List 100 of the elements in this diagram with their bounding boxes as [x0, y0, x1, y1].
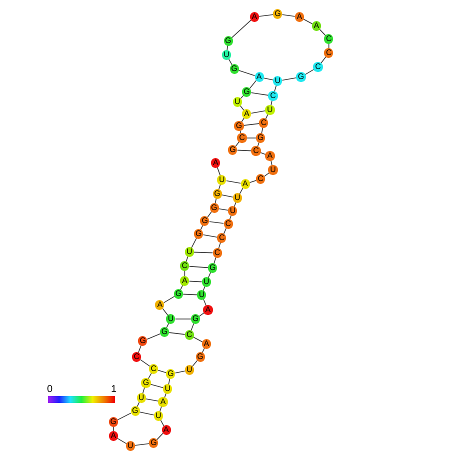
nucleotide-circle: C [212, 248, 222, 258]
nucleotide-circle: U [184, 247, 194, 257]
connector-line [250, 92, 269, 96]
nucleotide-circle: G [224, 36, 233, 46]
nucleotide-circle: U [202, 277, 211, 287]
nucleotide-circle: A [312, 21, 322, 31]
nucleotide-circle: G [130, 406, 140, 416]
nucleotide-circle: G [242, 87, 252, 97]
connector-line [113, 426, 114, 432]
connector-line [243, 123, 260, 126]
connector-line [303, 18, 313, 24]
nucleotide-circle: A [242, 109, 252, 119]
nucleotide-circle: A [265, 151, 275, 161]
nucleotide-circle: U [136, 393, 146, 403]
connector-line [231, 20, 252, 38]
nucleotide-circle: G [230, 64, 239, 74]
connector-line [158, 370, 167, 374]
nucleotide-circle: A [250, 12, 260, 22]
connector-line [226, 180, 242, 184]
nucleotide-circle: C [324, 48, 334, 58]
nucleotide-circle: G [208, 263, 218, 273]
connector-line [174, 318, 192, 320]
connector-line [188, 280, 202, 282]
nucleotide-circle: C [184, 330, 194, 340]
connector-line [139, 412, 154, 416]
nucleotide-circle: U [228, 206, 238, 216]
nucleotide-circle: C [251, 146, 261, 156]
nucleotide-circle: C [237, 133, 247, 143]
nucleotide-circle: U [265, 105, 275, 115]
nucleotide-circle: U [197, 290, 206, 300]
nucleotide-circle: G [194, 229, 204, 239]
connector-line [236, 150, 252, 152]
nucleotide-circle: G [200, 216, 210, 226]
nucleotide-circle: U [273, 76, 282, 86]
nucleotide-circle: A [211, 158, 220, 168]
nucleotide-circle: G [212, 189, 222, 199]
nucleotide-circle: G [108, 417, 118, 427]
nucleotide-circle: G [166, 369, 176, 379]
connector-line [202, 234, 218, 238]
nucleotide-circle: G [141, 378, 151, 388]
connector-line [193, 336, 203, 342]
connector-line [223, 228, 227, 234]
nucleotide-circle: C [132, 352, 142, 362]
nucleotide-circle: U [154, 411, 163, 421]
nucleotide-circle: G [228, 145, 238, 155]
connector-line [168, 332, 186, 335]
nucleotide-circle: U [268, 165, 278, 175]
nucleotide-circle: U [184, 365, 194, 375]
nucleotide-circle: G [196, 352, 205, 362]
connector-line [150, 384, 164, 388]
connector-line [182, 294, 198, 296]
nucleotide-circle: G [174, 289, 184, 299]
connector-line [191, 238, 197, 248]
nucleotide-circle: G [210, 203, 219, 213]
nucleotide-circle: U [232, 97, 242, 107]
nucleotide-circle: A [202, 339, 211, 349]
connector-line [263, 78, 274, 80]
connector-line [188, 266, 208, 268]
nucleotide-circle: C [268, 91, 278, 101]
connector-line [174, 370, 186, 374]
nucleotide-circle: G [160, 327, 170, 337]
nucleotide-circle: U [166, 314, 176, 324]
nucleotide-circle: G [138, 336, 148, 346]
nucleotide-circle: U [217, 175, 226, 185]
nucleotide-circle: G [256, 133, 266, 143]
nucleotide-circle: G [149, 438, 158, 448]
nucleotide-circle: A [203, 305, 213, 315]
nucleotide-circle: C [149, 364, 158, 374]
connector-line [146, 333, 161, 340]
connector-line [156, 432, 164, 440]
connector-line [140, 359, 150, 367]
nucleotide-circle: C [313, 62, 323, 72]
connector-line [194, 252, 214, 254]
connector-line [282, 14, 296, 17]
nucleotide-circle: A [158, 397, 168, 407]
connector-line [116, 438, 127, 444]
connector-line [163, 296, 175, 304]
connector-line [238, 70, 256, 76]
nucleotide-circle: C [256, 174, 266, 184]
nucleotide-circle: U [232, 193, 242, 203]
nucleotide-circle: A [180, 276, 190, 286]
nucleotide-circle: G [296, 72, 306, 82]
nucleotide-circle: G [190, 314, 200, 324]
connector-line [209, 221, 224, 224]
nucleotide-circle: A [155, 300, 164, 310]
nucleotide-circle: C [259, 118, 268, 128]
scale-label: 1 [111, 384, 117, 395]
nucleotide-circle: A [162, 425, 171, 435]
nucleotide-circle: G [273, 9, 282, 19]
connector-line [117, 412, 132, 420]
nucleotide-circle: C [180, 261, 190, 271]
nucleotide-circle: U [163, 384, 172, 394]
connector-line [145, 398, 159, 402]
connector-line [221, 194, 234, 198]
connector-line [218, 208, 229, 211]
nucleotide-circle: C [224, 219, 233, 229]
connector-line [134, 443, 150, 446]
nucleotide-circle: A [108, 431, 118, 441]
connector-line [258, 14, 274, 17]
nucleotide-circle: A [240, 179, 250, 189]
